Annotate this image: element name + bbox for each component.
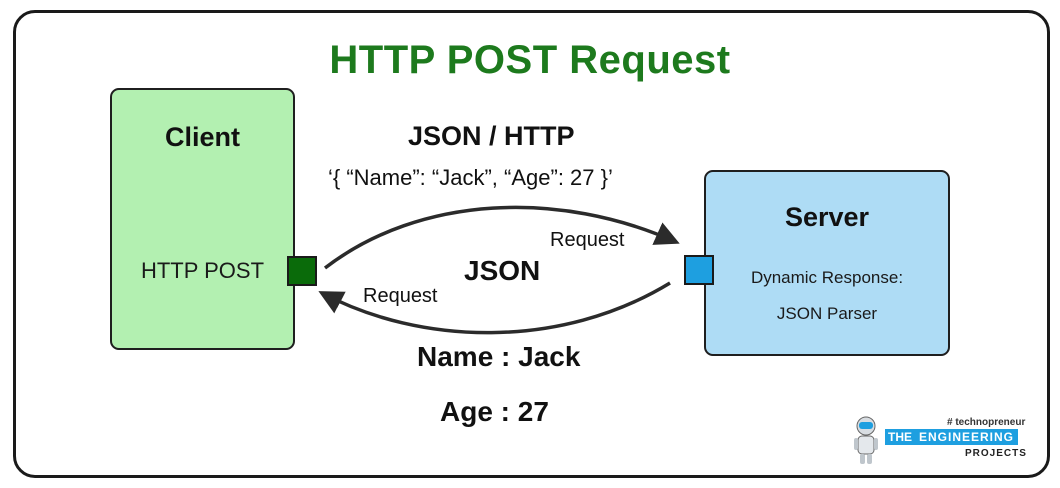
- request-arrow-to-server: [323, 205, 680, 270]
- bottom-arrow-label: Request: [363, 285, 438, 307]
- client-title: Client: [164, 122, 240, 152]
- request-arrow-to-client: [318, 281, 671, 335]
- server-line-1: Dynamic Response:: [750, 268, 904, 287]
- client-box: Client HTTP POST: [110, 88, 295, 350]
- result-age: Age : 27: [440, 396, 549, 427]
- server-title: Server: [784, 202, 870, 232]
- top-arrow-label: Request: [550, 229, 625, 251]
- client-port: [287, 256, 317, 286]
- brand-sub: PROJECTS: [965, 448, 1027, 459]
- middle-heading: JSON: [464, 255, 541, 286]
- brand-tagline: # technopreneur: [947, 417, 1026, 428]
- top-heading: JSON / HTTP: [408, 121, 575, 151]
- json-payload: ‘{ “Name”: “Jack”, “Age”: 27 }’: [328, 165, 613, 190]
- server-line-2: JSON Parser: [776, 304, 878, 323]
- brand-name: ENGINEERING: [915, 429, 1019, 445]
- diagram-title: HTTP POST Request: [329, 38, 731, 82]
- server-box: Server Dynamic Response: JSON Parser: [704, 170, 950, 356]
- client-label: HTTP POST: [140, 258, 265, 283]
- server-port: [684, 255, 714, 285]
- brand-the: THE: [885, 429, 915, 445]
- result-name: Name : Jack: [417, 341, 581, 372]
- brand-logo: # technopreneur THE ENGINEERING PROJECTS: [845, 412, 1035, 468]
- robot-mascot-icon: [854, 416, 878, 464]
